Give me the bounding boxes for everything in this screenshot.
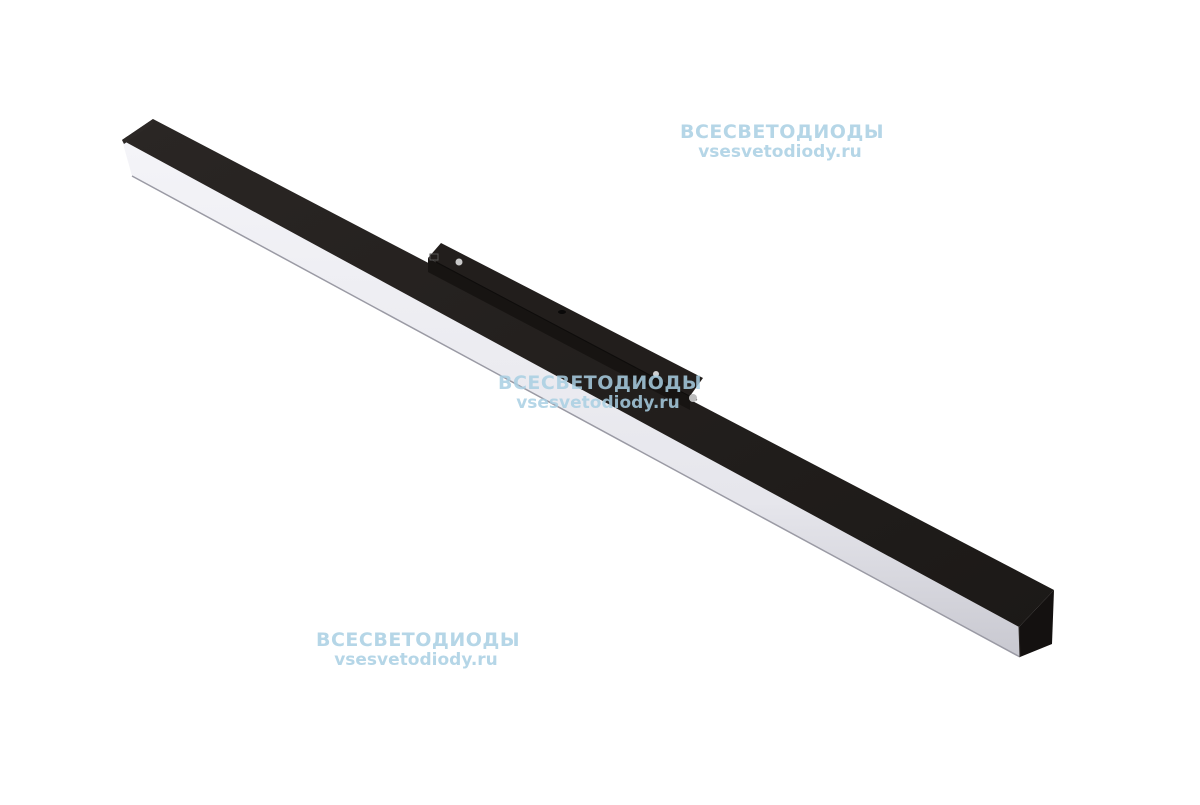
end-cap-left: [122, 119, 153, 144]
diffuser-face: [122, 140, 1020, 657]
adapter-slot-icon: [558, 310, 566, 314]
adapter-contact-icon: [689, 394, 697, 402]
end-cap-right: [1019, 590, 1054, 657]
adapter-pin-icon: [455, 258, 463, 266]
track-adapter-top: [428, 243, 703, 396]
profile-top-face: [122, 119, 1054, 627]
track-adapter-side: [428, 258, 690, 410]
adapter-pin-icon-2: [653, 371, 659, 377]
adapter-latch-icon: [429, 253, 439, 261]
